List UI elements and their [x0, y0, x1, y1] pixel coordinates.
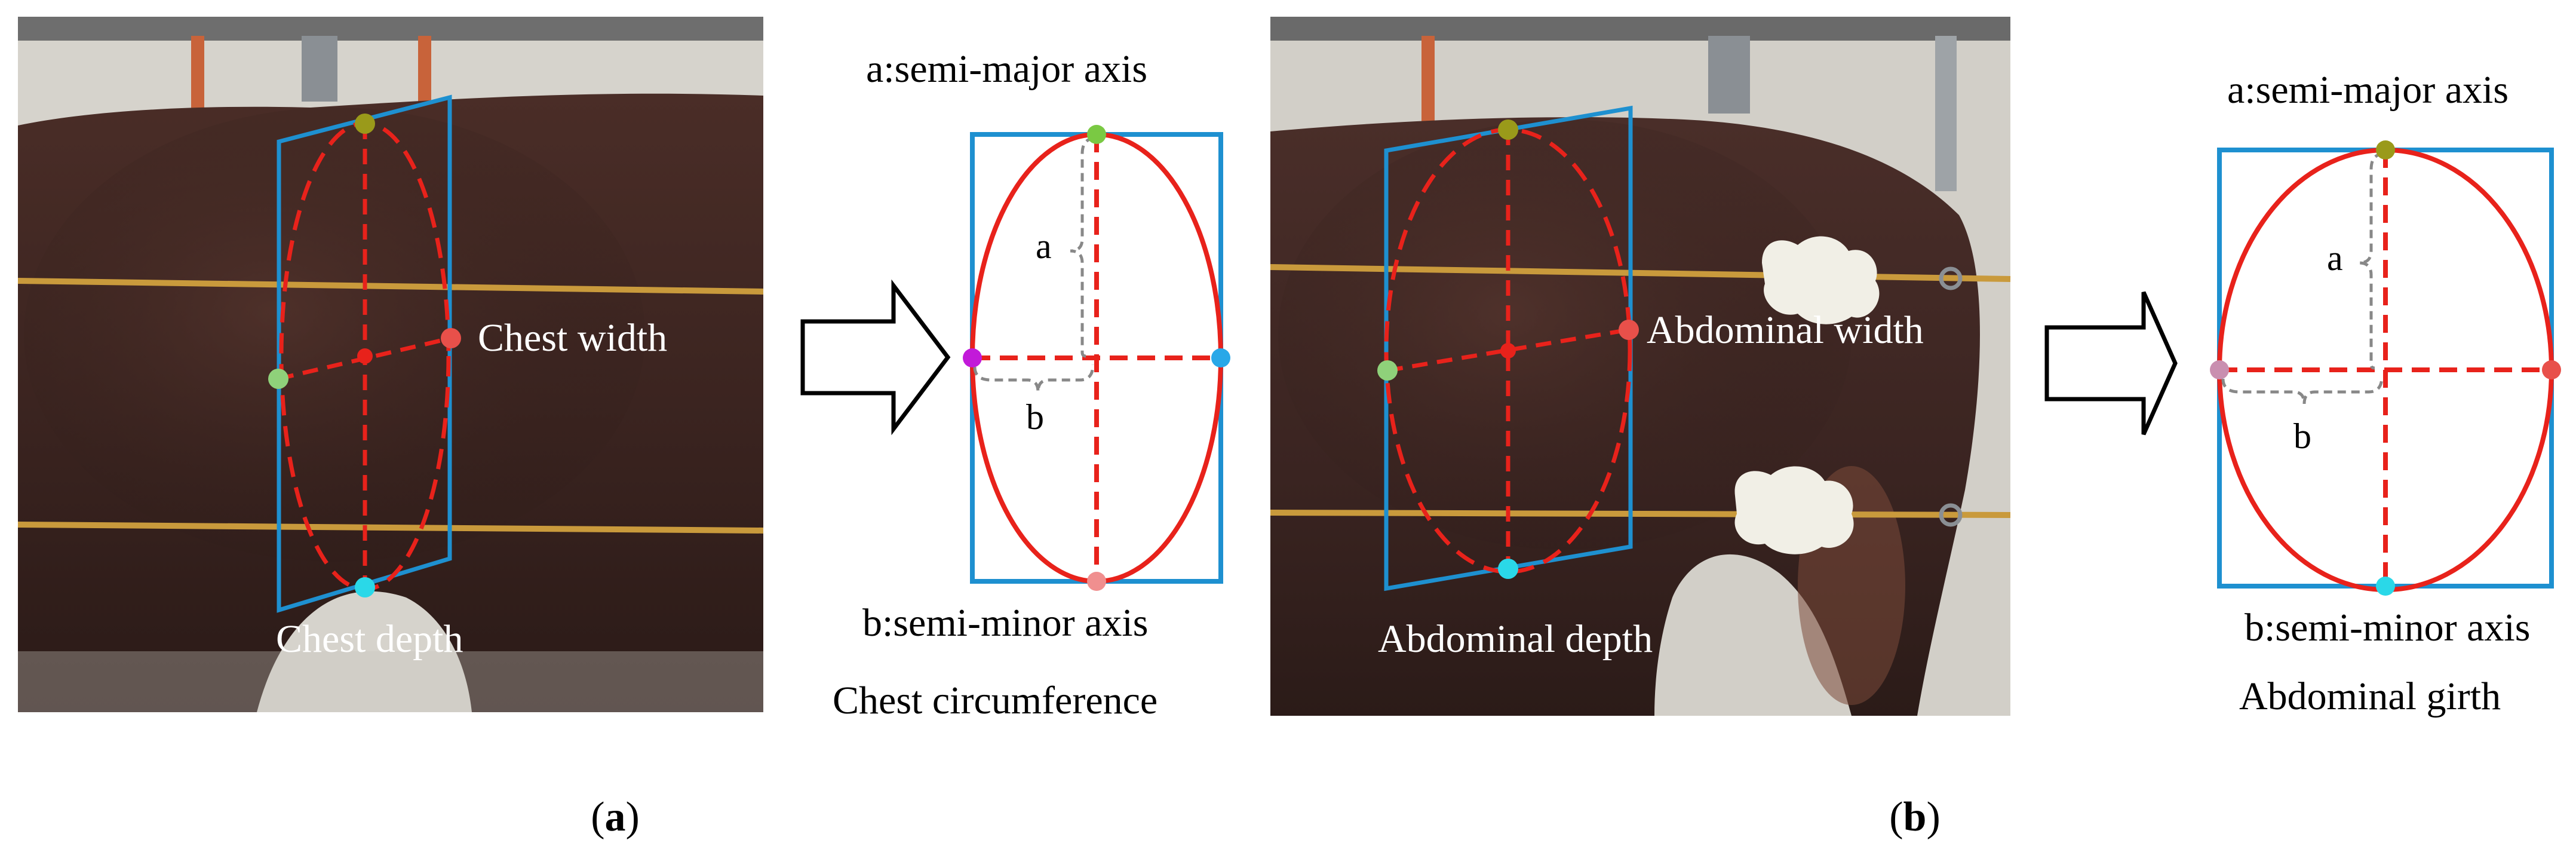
panel-label-a: (a)	[591, 794, 640, 840]
photo-chest-rail-lower	[17, 522, 764, 534]
photo-abdomen: Abdominal width Abdominal depth	[1270, 17, 2011, 716]
photo-chest-bottom-dot	[355, 577, 375, 597]
chest-depth-label: Chest depth	[276, 617, 463, 661]
chest-caption: Chest circumference	[833, 679, 1157, 722]
chest-diagram-top-dot	[1087, 125, 1106, 144]
photo-abdomen-frame	[1384, 105, 1633, 592]
photo-abdomen-post-1	[1708, 36, 1750, 114]
photo-chest-shading	[24, 108, 645, 562]
abdomen-a-bracket	[2359, 152, 2384, 370]
diagram-chest: a:semi-major axis a b b:semi-minor axis …	[833, 47, 1230, 722]
photo-abdomen-bottom-dot	[1498, 559, 1518, 579]
photo-abdomen-ring-upper	[1939, 266, 1963, 290]
photo-chest-floor	[18, 651, 763, 712]
photo-chest-top-dot	[355, 114, 375, 134]
photo-abdomen-center-dot	[1500, 343, 1516, 358]
photo-abdomen-padding-lower	[1734, 466, 1854, 554]
chest-b-bracket	[973, 364, 1095, 393]
chest-width-label: Chest width	[478, 316, 667, 360]
photo-abdomen-padding-upper	[1762, 236, 1880, 324]
abdomen-diagram-left-dot	[2210, 360, 2229, 379]
abdomen-diagram-right-dot	[2542, 360, 2561, 379]
photo-chest-left-dot	[268, 369, 288, 389]
abdomen-diagram-bottom-dot	[2376, 577, 2395, 596]
abdominal-depth-label: Abdominal depth	[1378, 617, 1653, 661]
abdominal-width-label: Abdominal width	[1647, 308, 1924, 352]
abdomen-diagram-top-dot	[2376, 140, 2395, 160]
chest-b-letter: b	[1026, 397, 1044, 437]
photo-chest-post	[302, 36, 337, 102]
chest-major-axis-label: a:semi-major axis	[866, 47, 1147, 91]
photo-abdomen-right-dot	[1619, 320, 1639, 340]
photo-abdomen-shading	[1278, 119, 1852, 550]
chest-a-bracket	[1070, 137, 1095, 358]
photo-abdomen-ring-lower	[1939, 503, 1963, 527]
abdomen-b-letter: b	[2293, 416, 2311, 456]
photo-chest-pole-1	[191, 36, 204, 125]
photo-abdomen-top-dot	[1498, 119, 1518, 140]
chest-diagram-left-dot	[963, 348, 982, 367]
chest-diagram-right-dot	[1211, 348, 1230, 367]
abdomen-b-bracket	[2221, 376, 2384, 404]
photo-abdomen-pole	[1421, 36, 1435, 125]
panel-label-b: (b)	[1889, 794, 1941, 840]
abdomen-a-letter: a	[2327, 238, 2343, 278]
photo-chest-frame	[277, 94, 452, 613]
abdomen-caption: Abdominal girth	[2239, 675, 2501, 718]
photo-abdomen-ceiling	[1270, 17, 2010, 41]
photo-abdomen-left-dot	[1377, 360, 1398, 381]
abdomen-minor-axis-label: b:semi-minor axis	[2245, 606, 2530, 649]
diagram-abdomen: a:semi-major axis a b b:semi-minor axis …	[2210, 68, 2561, 718]
chest-minor-axis-label: b:semi-minor axis	[862, 601, 1148, 645]
photo-chest-ceiling	[18, 17, 763, 41]
photo-chest: Chest width Chest depth	[17, 17, 764, 713]
photo-chest-right-dot	[441, 328, 461, 348]
photo-abdomen-width-axis	[1387, 327, 1629, 373]
photo-chest-rail-upper	[17, 278, 764, 295]
photo-abdomen-post-2	[1935, 36, 1957, 191]
arrow-chest	[800, 279, 951, 436]
photo-abdomen-rail-lower	[1270, 510, 2011, 518]
chest-a-letter: a	[1036, 226, 1052, 266]
photo-chest-center-dot	[357, 348, 373, 364]
abdomen-major-axis-label: a:semi-major axis	[2227, 68, 2509, 112]
arrow-abdomen	[2044, 291, 2178, 436]
chest-diagram-bottom-dot	[1087, 572, 1106, 591]
